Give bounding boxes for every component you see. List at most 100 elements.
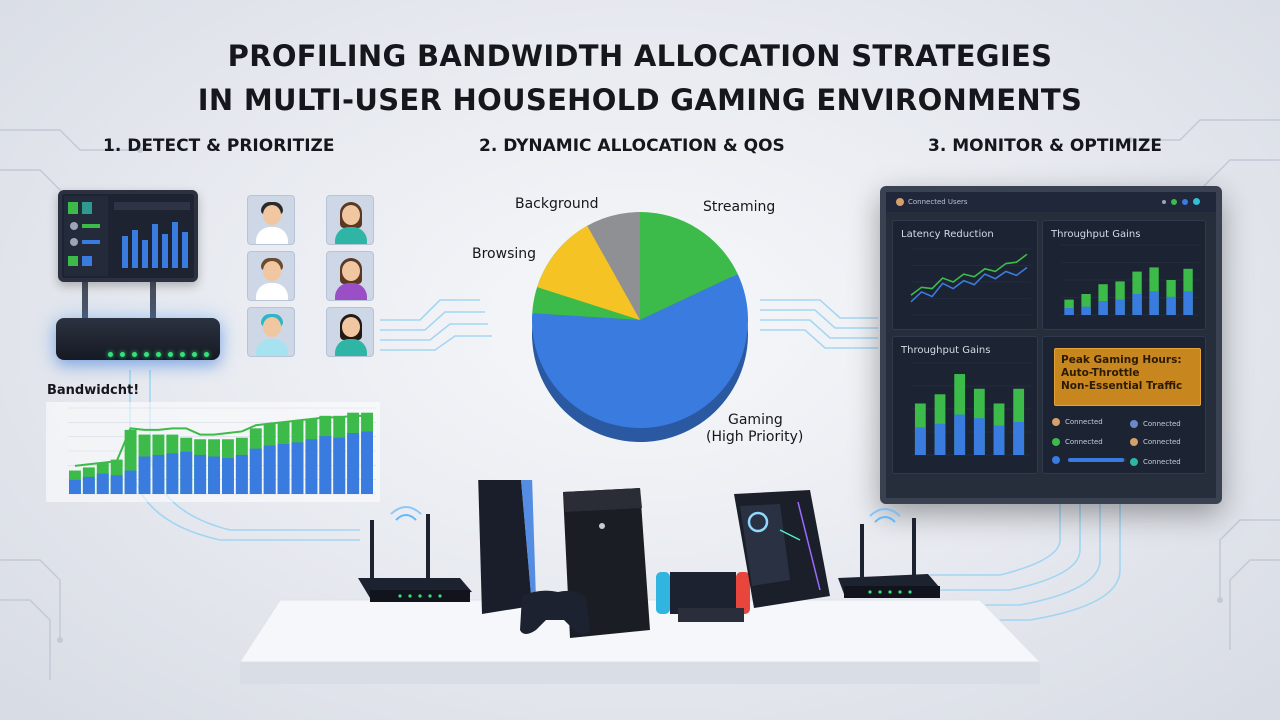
bandwidth-bar-green [124, 429, 137, 494]
pie-label-gaming-line-2: (High Priority) [706, 429, 804, 445]
throughput-2-bar-blue [993, 425, 1005, 455]
gaming-pc [734, 490, 830, 608]
throughput-1-bar-blue [1081, 306, 1091, 315]
bandwidth-bar-blue [124, 470, 137, 494]
step-title-allocate: 2. DYNAMIC ALLOCATION & QOS [479, 136, 785, 156]
step-title-monitor: 3. MONITOR & OPTIMIZE [928, 136, 1162, 156]
throughput-1-bar-green [1098, 284, 1108, 315]
throughput-2-bar-blue [934, 423, 946, 455]
connected-user-row-6: Connected [1130, 458, 1181, 466]
throughput-1-bar-green [1081, 294, 1091, 315]
playstation-console [478, 480, 536, 614]
throughput-chart-1 [1061, 244, 1199, 316]
latency-panel: Latency Reduction [892, 220, 1038, 330]
device-platform [239, 480, 1042, 684]
pie-slice-streaming [640, 212, 738, 320]
bandwidth-bar-blue [277, 443, 290, 494]
throughput-2-bar-blue [954, 414, 966, 455]
connected-user-row-4: Connected [1130, 438, 1181, 446]
user-avatar-3 [247, 251, 295, 301]
user-avatar-2 [326, 195, 374, 245]
bandwidth-bar-blue [333, 437, 346, 494]
connected-user-row-2: Connected [1130, 420, 1181, 428]
latency-chart [910, 248, 1031, 316]
dashboard-topbar: Connected Users [886, 192, 1216, 212]
throughput-1-bar-blue [1064, 308, 1074, 315]
user-avatar-icon [1130, 458, 1138, 466]
pie-label-background: Background [515, 196, 599, 212]
connected-user-row-3: Connected [1052, 438, 1103, 446]
bandwidth-bar-blue [263, 445, 276, 494]
throughput-1-bar-green [1115, 281, 1125, 315]
bandwidth-bar-blue [152, 454, 165, 494]
bandwidth-bar-blue [208, 456, 220, 494]
right-router [838, 508, 940, 598]
step-title-detect: 1. DETECT & PRIORITIZE [103, 136, 335, 156]
throughput-1-bar-green [1132, 271, 1142, 315]
connected-user-row-5 [1052, 456, 1126, 464]
throughput-1-bar-blue [1132, 294, 1142, 315]
main-title-line-2: IN MULTI-USER HOUSEHOLD GAMING ENVIRONME… [197, 83, 1083, 117]
bandwidth-bar-blue [96, 473, 109, 494]
latency-line-blue [910, 266, 1028, 303]
bandwidth-bar-blue [249, 448, 262, 494]
throughput-1-bar-green [1064, 299, 1074, 315]
left-router [358, 506, 472, 602]
topbar-title: Connected Users [908, 198, 968, 206]
window-control-icons [1162, 198, 1200, 205]
bandwidth-bar-blue [361, 431, 373, 494]
bandwidth-bar-blue [222, 458, 234, 494]
throughput-1-bar-blue [1166, 296, 1176, 315]
user-avatar-icon [1130, 420, 1138, 428]
game-controller [520, 590, 590, 634]
bandwidth-bar-blue [110, 475, 123, 494]
main-title-line-1: PROFILING BANDWIDTH ALLOCATION STRATEGIE… [227, 39, 1053, 73]
pie-label-browsing: Browsing [472, 246, 537, 262]
pie-label-gaming-line-1: Gaming [728, 412, 783, 428]
throughput-1-bar-blue [1183, 291, 1193, 315]
monitoring-dashboard: Connected Users Latency Reduction Throug… [880, 186, 1222, 504]
bandwidth-bar-blue [166, 453, 179, 494]
bandwidth-chart-label: Bandwidcht! [47, 383, 140, 398]
alert-line-1: Peak Gaming Hours: [1061, 354, 1182, 366]
alert-line-2: Auto-Throttle [1061, 367, 1140, 379]
user-avatar-1 [247, 195, 295, 245]
throughput-panel-2-title: Throughput Gains [901, 345, 991, 356]
bandwidth-line [74, 414, 368, 467]
bandwidth-bar-blue [138, 456, 151, 494]
user-avatar-4 [326, 251, 374, 301]
bandwidth-bar-blue [305, 439, 318, 494]
throughput-1-bar-blue [1115, 299, 1125, 315]
bandwidth-bar-blue [82, 476, 95, 494]
latency-panel-title: Latency Reduction [901, 229, 994, 240]
user-avatar-icon [1130, 438, 1138, 446]
bandwidth-bar-blue [347, 433, 360, 494]
bandwidth-bar-blue [319, 436, 332, 494]
throughput-panel-1: Throughput Gains [1042, 220, 1206, 330]
bandwidth-bar-blue [69, 479, 81, 494]
connected-user-row-1: Connected [1052, 418, 1103, 426]
router-leds [108, 342, 216, 361]
latency-line-green [910, 253, 1028, 296]
throughput-panel-2: Throughput Gains [892, 336, 1038, 474]
user-avatar-6 [326, 307, 374, 357]
user-avatar-5 [247, 307, 295, 357]
router-admin-screen [64, 196, 190, 276]
user-avatar-icon [1052, 418, 1060, 426]
throughput-chart-2 [911, 362, 1031, 456]
alert-line-3: Non-Essential Traffic [1061, 380, 1183, 392]
nintendo-switch [656, 572, 750, 622]
main-title: PROFILING BANDWIDTH ALLOCATION STRATEGIE… [0, 34, 1280, 122]
topbar-avatar-icon [896, 198, 904, 206]
throughput-panel-1-title: Throughput Gains [1051, 229, 1141, 240]
bandwidth-bar-blue [194, 454, 207, 494]
bandwidth-bar-blue [235, 454, 248, 494]
throughput-2-bar-blue [1013, 421, 1025, 455]
monitor-stand-right [150, 282, 156, 320]
throughput-2-bar-blue [973, 418, 985, 455]
bandwidth-chart [46, 402, 380, 502]
throughput-1-bar-blue [1149, 291, 1159, 315]
throughput-2-bar-blue [914, 427, 926, 455]
allocation-pie-chart [532, 212, 748, 442]
throughput-1-bar-blue [1098, 301, 1108, 315]
